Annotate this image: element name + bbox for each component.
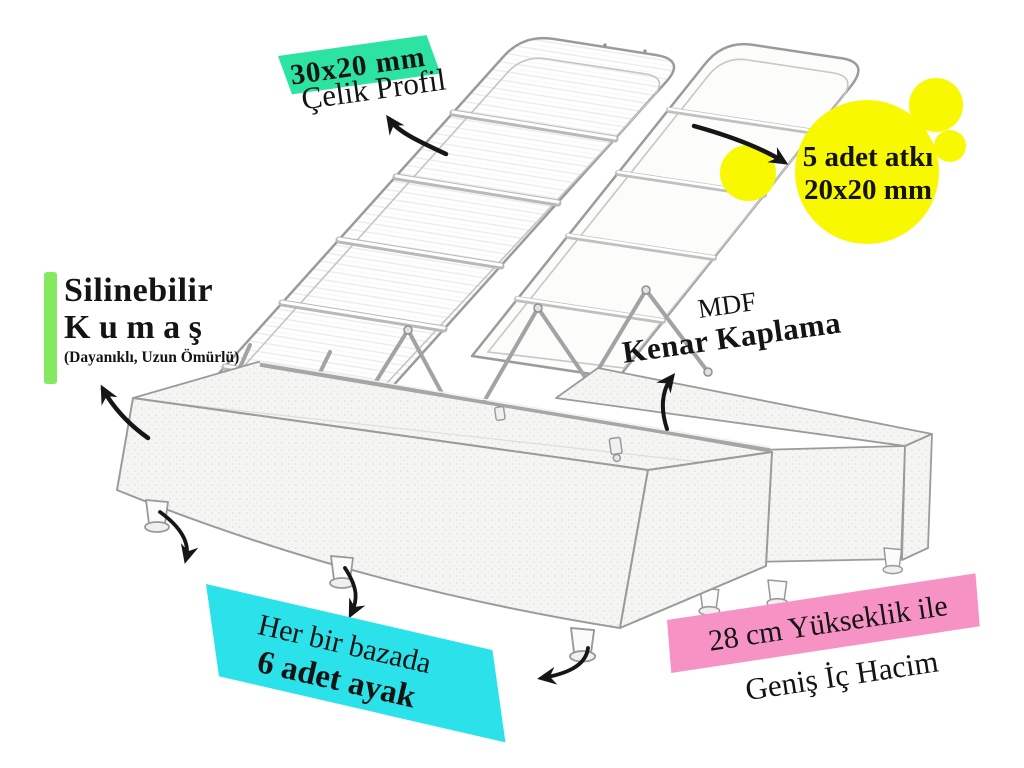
rim-rod xyxy=(259,361,771,463)
fabric-highlight-bar xyxy=(44,272,57,384)
fabric-label-line2: K u m a ş xyxy=(64,309,202,346)
crossbars-count: 5 adet atkı xyxy=(802,141,934,173)
crossbars-size: 20x20 mm xyxy=(803,174,933,206)
fabric-label-note: (Dayanıklı, Uzun Ömürlü) xyxy=(64,349,240,366)
crossbars-label: 5 adet atkı 20x20 mm xyxy=(790,141,946,207)
base-box-front xyxy=(116,361,773,663)
rim-clip xyxy=(494,405,506,421)
arrow-fabric xyxy=(100,384,151,441)
arrow-foot-right xyxy=(537,646,590,685)
fabric-label-line1: Silinebilir xyxy=(64,272,214,309)
arrow-crossbars xyxy=(691,123,789,165)
rim-clip xyxy=(608,436,623,463)
callout-arrows xyxy=(100,114,789,685)
arrow-steel-profile xyxy=(386,114,449,157)
arrow-foot-left xyxy=(158,510,199,564)
fabric-label: Silinebilir K u m a ş (Dayanıklı, Uzun Ö… xyxy=(64,272,254,367)
front-box-legs xyxy=(144,499,597,663)
arrow-foot-middle xyxy=(343,566,366,619)
crossbars-highlight-blob xyxy=(720,78,966,244)
base-box-rear xyxy=(555,367,933,616)
arrow-edge-banding xyxy=(656,373,676,431)
lid-rear xyxy=(470,42,860,380)
